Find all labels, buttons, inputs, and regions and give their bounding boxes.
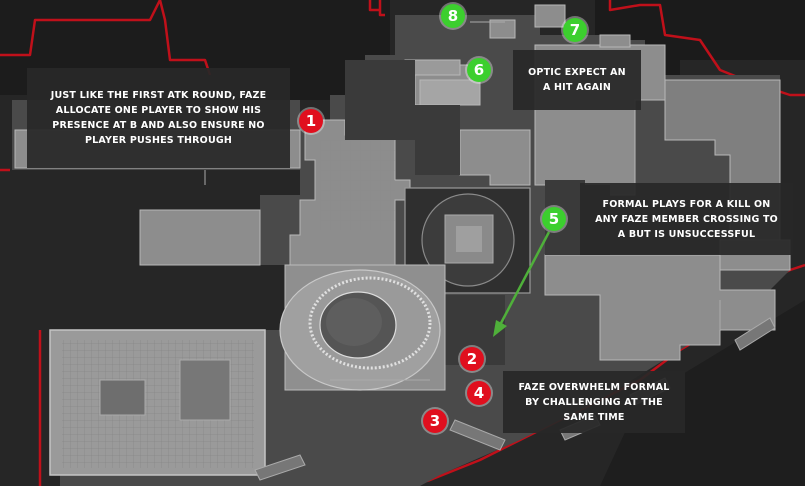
defense-marker-8: 8: [441, 4, 465, 28]
defense-marker-7: 7: [563, 18, 587, 42]
callout-formal-plays-text: FORMAL PLAYS FOR A KILL ON ANY FAZE MEMB…: [595, 198, 778, 240]
attack-marker-4-number: 4: [473, 384, 485, 402]
callout-faze-overwhelm-text: FAZE OVERWHELM FORMAL BY CHALLENGING AT …: [518, 381, 670, 423]
callout-optic-expect: OPTIC EXPECT AN A HIT AGAIN: [513, 50, 641, 110]
lower-left-building: [49, 329, 266, 476]
attack-marker-3-number: 3: [429, 412, 441, 430]
defense-marker-7-number: 7: [569, 21, 581, 39]
attack-marker-2: 2: [460, 347, 484, 371]
defense-marker-5-number: 5: [548, 210, 560, 228]
callout-faze-b-presence: JUST LIKE THE FIRST ATK ROUND, FAZE ALLO…: [27, 68, 290, 168]
stadium: [279, 264, 446, 391]
attack-marker-2-number: 2: [466, 350, 478, 368]
defense-marker-5: 5: [542, 207, 566, 231]
attack-marker-1-number: 1: [305, 112, 317, 130]
attack-marker-1: 1: [299, 109, 323, 133]
defense-marker-6-number: 6: [473, 61, 485, 79]
attack-marker-4: 4: [467, 381, 491, 405]
callout-formal-plays: FORMAL PLAYS FOR A KILL ON ANY FAZE MEMB…: [580, 183, 793, 255]
rotation-arrow: [493, 231, 551, 337]
defense-marker-8-number: 8: [447, 7, 459, 25]
defense-marker-6: 6: [467, 58, 491, 82]
callout-optic-expect-text: OPTIC EXPECT AN A HIT AGAIN: [528, 67, 626, 93]
callout-faze-overwhelm: FAZE OVERWHELM FORMAL BY CHALLENGING AT …: [503, 371, 685, 433]
callout-faze-b-presence-text: JUST LIKE THE FIRST ATK ROUND, FAZE ALLO…: [50, 90, 267, 146]
attack-marker-3: 3: [423, 409, 447, 433]
